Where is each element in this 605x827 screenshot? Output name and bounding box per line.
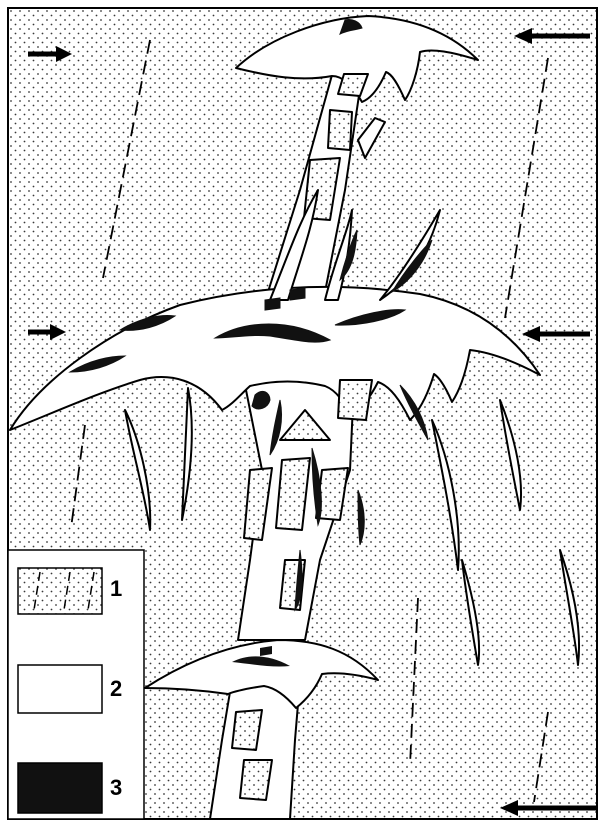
ore-lens [265, 298, 280, 310]
legend-label-2: 2 [110, 678, 122, 700]
legend-label-3: 3 [110, 777, 122, 799]
legend-swatch-2 [18, 665, 102, 713]
lower-block [240, 760, 272, 800]
inner-block [338, 380, 372, 420]
ore-lens [290, 288, 305, 300]
legend-swatch-3 [18, 763, 102, 813]
lower-block [232, 710, 262, 750]
legend-label-1: 1 [110, 578, 122, 600]
legend-swatch-1 [18, 568, 102, 614]
legend-panel [8, 550, 144, 819]
upper-branch [328, 110, 352, 150]
